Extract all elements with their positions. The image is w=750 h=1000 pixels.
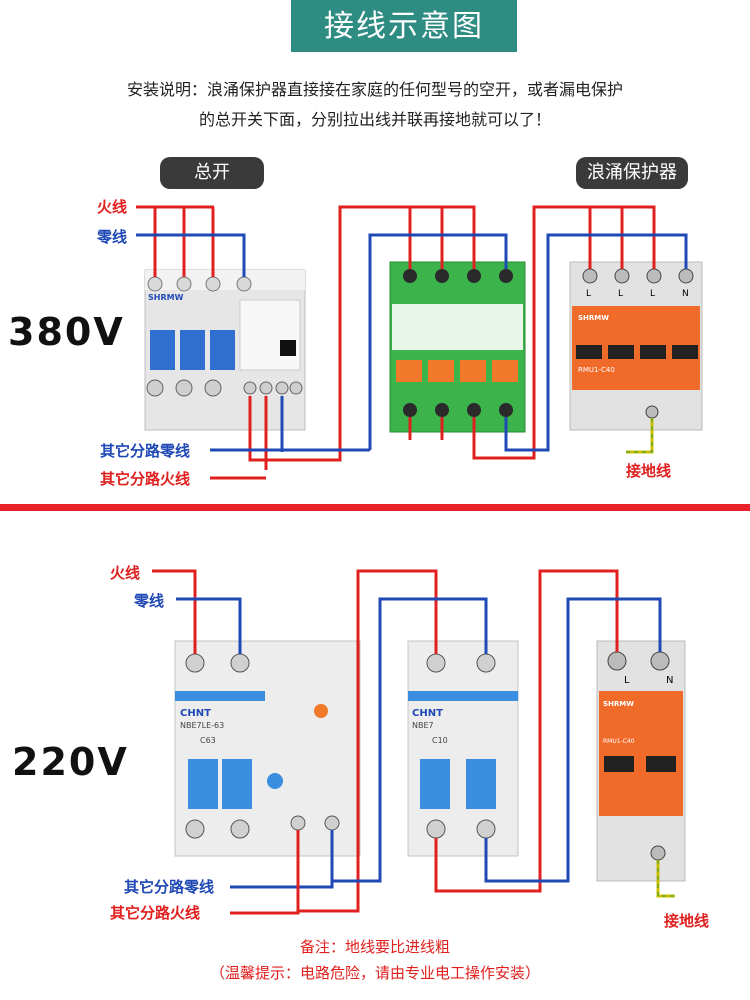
description-line-1: 安装说明：浪涌保护器直接接在家庭的任何型号的空开，或者漏电保护 [126,80,623,99]
spd-terminal-4: N [682,289,689,299]
spd-terminal-2: L [618,289,623,299]
remark-note: 备注：地线要比进线粗 [299,938,450,956]
rcbo-handles [150,330,235,370]
rcbo-220v-handles [188,759,252,809]
mcb-brand: CHNT [412,708,443,719]
ground-wire-label-220: 接地线 [664,912,710,930]
green-breaker-top-terminals [403,269,513,283]
voltage-220v: 220V [12,740,129,784]
other-neutral-label-220: 其它分路零线 [124,878,215,896]
rcbo-220v-terminals [185,653,340,839]
spd-380v-model: RMU1-C40 [578,366,615,374]
wires-380v [136,205,688,480]
rcbo-220v-rating: C63 [200,736,216,745]
voltage-380v: 380V [8,310,125,354]
spd-220v-terminal-l: L [624,675,630,686]
green-breaker-bottom-terminals [403,403,513,417]
green-breaker-handles [396,360,518,382]
spd-380v-terminals [582,268,694,284]
rcbo-bottom-terminals [146,379,303,397]
safety-warning: （温馨提示：电路危险，请由专业电工操作安装） [209,964,540,982]
mcb-rating: C10 [432,736,448,745]
spd-4p-380v: L L L N SHRMW RMU1-C40 [569,261,703,431]
rcbo-top-terminals [147,276,252,292]
mcb-handles [420,759,496,809]
spd-380v-windows [576,345,698,359]
description-line-2: 的总开关下面，分别拉出线并联再接地就可以了！ [198,110,551,129]
rcbo-brand-text: SHRMW [148,293,184,302]
spd-220v-ground-terminal [650,845,666,861]
mcb-220v: CHNT NBE7 C10 [407,640,519,857]
rcbo-test-button [314,704,328,718]
rcbo-220v-model: NBE7LE-63 [180,721,224,730]
section-divider [0,504,750,511]
rcbo-220v-brand: CHNT [180,708,211,719]
live-wire-label: 火线 [97,198,128,216]
spd-220v-brand: SHRMW [603,700,634,708]
neutral-wire-label: 零线 [97,228,128,246]
ground-wire-label: 接地线 [626,462,672,480]
surge-protector-label: 浪涌保护器 [576,157,688,189]
spd-220v-terminal-n: N [666,675,673,686]
main-switch-label: 总开 [160,157,264,189]
neutral-wire-label-220: 零线 [134,592,165,610]
spd-220v: SHRMW RMU1-C40 L N [596,640,686,882]
spd-terminal-1: L [586,289,591,299]
other-live-label-220: 其它分路火线 [110,904,201,922]
spd-220v-model: RMU1-C40 [603,738,635,745]
green-breaker-4p [389,261,526,433]
spd-380v-ground-terminal [645,405,659,419]
wires-220v [152,569,675,915]
page-title: 接线示意图 [291,0,517,52]
rcbo-220v: CHNT NBE7LE-63 C63 [174,640,361,857]
rcbo-indicator [267,773,283,789]
main-rcbo-380v: SHRMW [144,269,306,431]
spd-terminal-3: L [650,289,655,299]
wiring-diagram-220v: CHNT NBE7LE-63 C63 CHNT NBE7 C10 [152,569,686,915]
wiring-diagram-380v: SHRMW [136,205,703,480]
other-live-label: 其它分路火线 [100,470,191,488]
other-neutral-label: 其它分路零线 [100,442,191,460]
live-wire-label-220: 火线 [110,564,141,582]
mcb-model: NBE7 [412,721,434,730]
spd-380v-brand: SHRMW [578,314,609,322]
